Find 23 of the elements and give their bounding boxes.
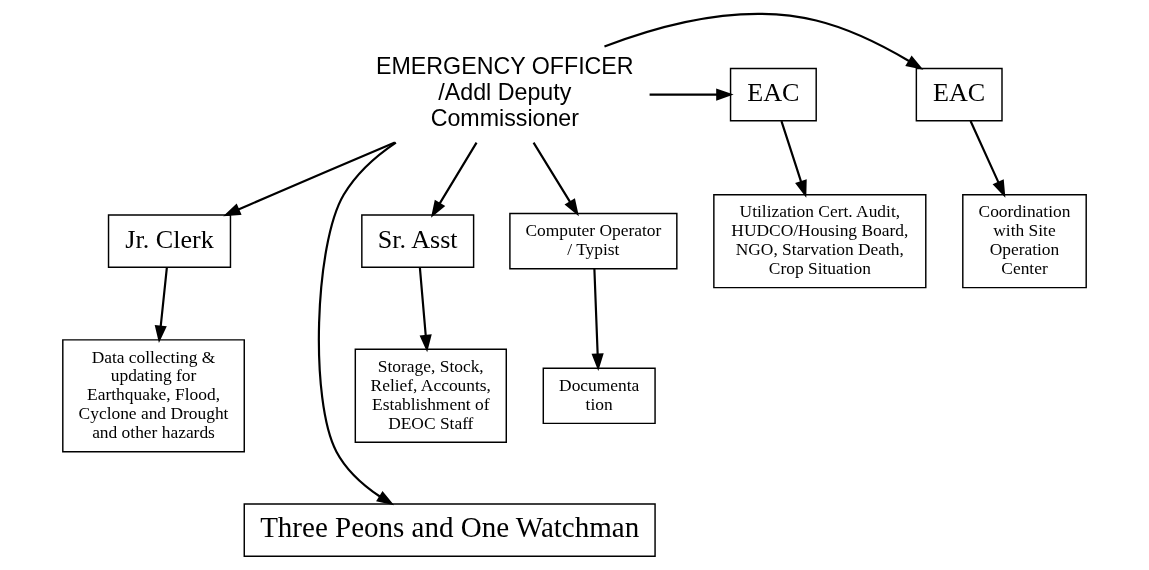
- node-box: Data collecting & updating for Earthquake, Flood, Cyclone and Drought and other hazards: [62, 339, 245, 453]
- node-box: Three Peons and One Watchman: [243, 503, 656, 557]
- arrow: [969, 120, 1006, 198]
- arrow: [604, 12, 924, 70]
- arrow: [430, 142, 478, 218]
- arrow: [780, 120, 807, 198]
- arrow: [532, 142, 579, 217]
- node-box: Jr. Clerk: [107, 214, 232, 269]
- arrow: [317, 141, 397, 506]
- arrow: [154, 267, 168, 343]
- node-box: EAC: [915, 67, 1003, 122]
- node-box: EAC: [729, 67, 817, 122]
- arrow: [223, 141, 396, 217]
- node-box: Sr. Asst: [361, 214, 475, 269]
- node-text: EMERGENCY OFFICER /Addl Deputy Commissioner: [376, 52, 634, 132]
- arrow: [649, 88, 734, 101]
- node-box: Documenta tion: [542, 367, 656, 425]
- node-box: Storage, Stock, Relief, Accounts, Establishment of DEOC Staff: [354, 348, 507, 443]
- node-box: Coordination with Site Operation Center: [962, 194, 1087, 289]
- node-box: Computer Operator / Typist: [509, 212, 678, 270]
- arrow: [591, 269, 604, 371]
- arrow: [418, 267, 432, 353]
- node-box: Utilization Cert. Audit, HUDCO/Housing Board, NGO, Starvation Death, Crop Situation: [713, 194, 927, 289]
